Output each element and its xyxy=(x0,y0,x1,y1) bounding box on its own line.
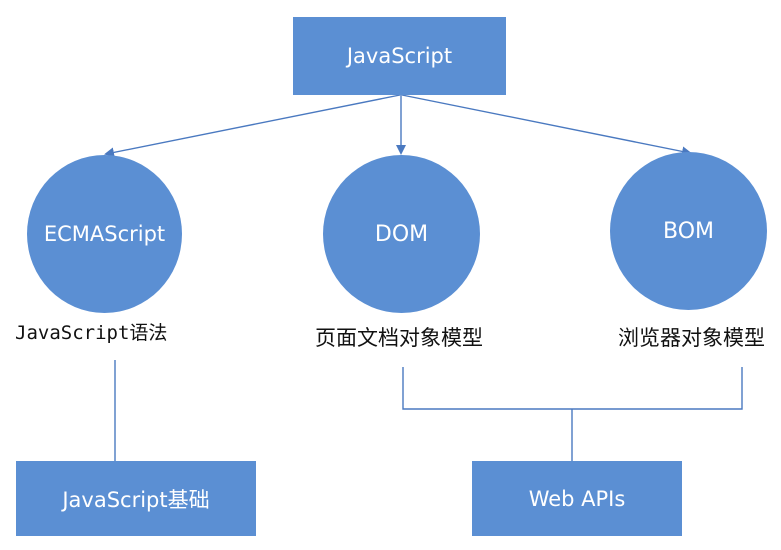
bracket-dom-bom xyxy=(402,367,743,410)
dom-node-label: DOM xyxy=(374,221,429,247)
dom-caption: 页面文档对象模型 xyxy=(315,326,483,350)
web-apis-node-label: Web APIs xyxy=(528,486,626,511)
dom-node: DOM xyxy=(323,155,480,313)
bom-node: BOM xyxy=(610,152,767,310)
arrow-javascript-to-bom xyxy=(401,94,692,157)
ecmascript-caption: JavaScript语法 xyxy=(15,322,168,344)
javascript-node: JavaScript xyxy=(293,17,506,95)
arrow-javascript-to-ecmascript xyxy=(104,94,401,158)
bom-node-label: BOM xyxy=(662,218,714,244)
ecmascript-node: ECMAScript xyxy=(27,155,182,313)
javascript-basics-node: JavaScript基础 xyxy=(16,461,256,536)
javascript-basics-node-label: JavaScript基础 xyxy=(62,487,210,512)
web-apis-node: Web APIs xyxy=(472,461,682,536)
bom-caption: 浏览器对象模型 xyxy=(618,326,765,350)
javascript-node-label: JavaScript xyxy=(346,44,453,68)
ecmascript-node-label: ECMAScript xyxy=(43,222,166,246)
